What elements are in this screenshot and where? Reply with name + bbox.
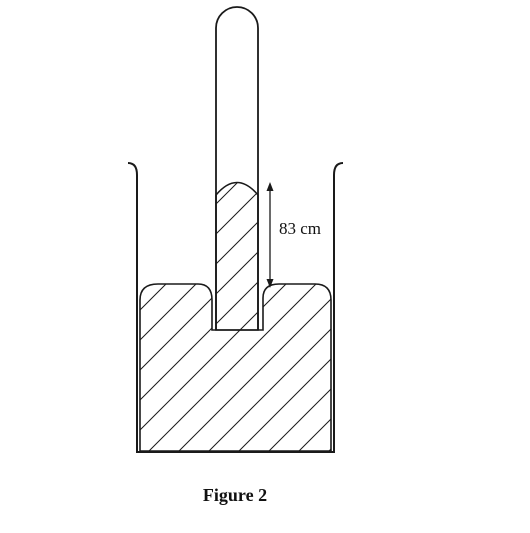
height-label: 83 cm bbox=[279, 219, 321, 238]
height-arrow bbox=[266, 182, 274, 288]
glass-tube bbox=[215, 6, 259, 330]
tube-mercury-column bbox=[215, 181, 259, 331]
trough-container bbox=[127, 162, 344, 453]
figure-caption: Figure 2 bbox=[202, 485, 268, 505]
trough-mercury bbox=[139, 283, 332, 452]
